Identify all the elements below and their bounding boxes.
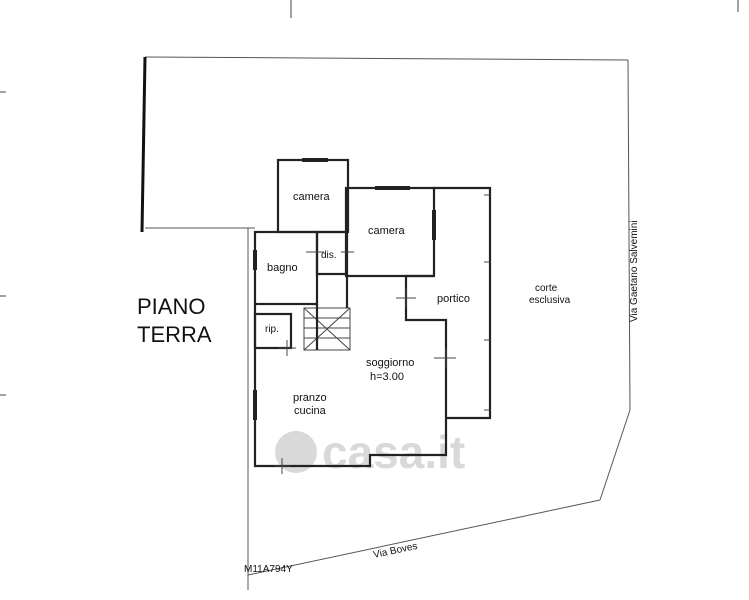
room-label-bagno: bagno <box>267 262 298 274</box>
room-label-rip: rip. <box>265 324 279 335</box>
area-label-corte: corte <box>535 283 558 294</box>
room-label-camera-1: camera <box>293 191 331 203</box>
room-label-soggiorno: soggiorno <box>366 357 414 369</box>
room-label-soggiorno-height: h=3.00 <box>370 371 404 383</box>
building-walls <box>253 158 492 474</box>
plan-code: M11A794Y <box>244 564 293 575</box>
room-label-dis: dis. <box>321 250 337 261</box>
lot-boundary <box>140 56 631 590</box>
floor-title-line2: TERRA <box>137 322 212 347</box>
room-label-pranzo: pranzo <box>293 392 327 404</box>
area-label-esclusiva: esclusiva <box>529 295 571 306</box>
street-label-east: Via Gaetano Salvemini <box>629 220 640 322</box>
room-label-portico: portico <box>437 293 470 305</box>
room-label-cucina: cucina <box>294 405 327 417</box>
watermark: casa.it <box>275 426 465 478</box>
room-label-camera-2: camera <box>368 225 406 237</box>
watermark-text: casa.it <box>322 426 465 478</box>
frame-ticks <box>0 0 739 396</box>
floor-title-line1: PIANO <box>137 294 205 319</box>
